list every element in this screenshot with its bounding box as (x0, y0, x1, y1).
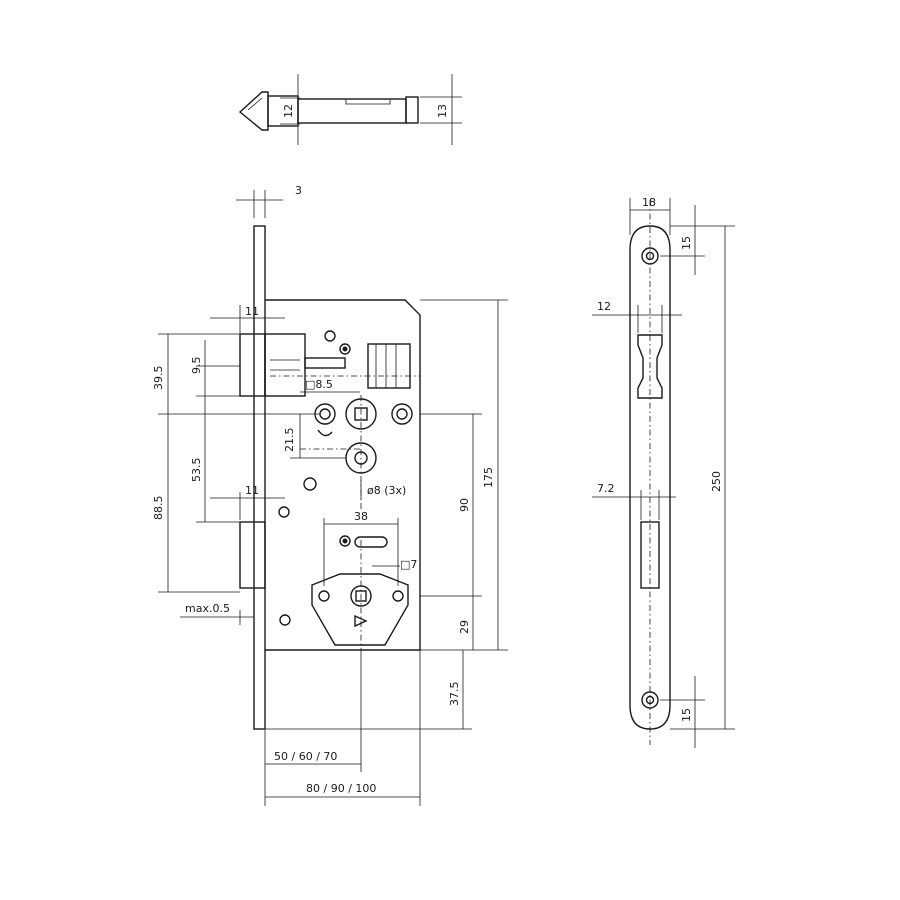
dim-width-18: 18 (642, 196, 656, 209)
dim-case-depth: 80 / 90 / 100 (306, 782, 376, 795)
dead-bolt (239, 521, 266, 589)
dim-backset: 50 / 60 / 70 (274, 750, 337, 763)
front-dimensions: 3 11 39.5 9.5 53.5 88.5 □8.5 21.5 ø8 (3x… (152, 184, 508, 806)
lock-front-view (239, 225, 421, 730)
dim-3: 3 (295, 184, 302, 197)
dim-250: 250 (710, 471, 723, 492)
faceplate-edge (253, 225, 266, 730)
dim-hole-diameter: ø8 (3x) (367, 484, 406, 497)
latch-opening (637, 334, 663, 399)
bolt-side-view: 12 13 (238, 74, 462, 145)
dim-15-top: 15 (680, 236, 693, 250)
dim-7-2: 7.2 (597, 482, 615, 495)
faceplate-outline (629, 225, 671, 730)
bolt-height-12: 12 (282, 104, 295, 118)
dim-square-7: □7 (400, 558, 417, 571)
faceplate-view (629, 200, 671, 745)
dim-53-5: 53.5 (190, 458, 203, 483)
key-plate (311, 573, 409, 646)
follower-right (391, 403, 413, 425)
dim-90: 90 (458, 498, 471, 512)
dim-88-5: 88.5 (152, 496, 165, 521)
dim-175: 175 (482, 467, 495, 488)
dim-39-5: 39.5 (152, 366, 165, 391)
bolt-height-13: 13 (436, 104, 449, 118)
dim-38: 38 (354, 510, 368, 523)
dim-12: 12 (597, 300, 611, 313)
roller-block (367, 343, 411, 389)
dim-square-8-5: □8.5 (305, 378, 333, 391)
dim-37-5: 37.5 (448, 682, 461, 707)
dim-21-5: 21.5 (283, 428, 296, 453)
latch-bolt (239, 333, 266, 397)
dim-11-bottom: 11 (245, 484, 259, 497)
dim-15-bottom: 15 (680, 708, 693, 722)
lock-case (265, 299, 421, 651)
spindle-square (354, 407, 368, 421)
dim-9-5: 9.5 (190, 357, 203, 375)
dim-11-top: 11 (245, 305, 259, 318)
faceplate-dimensions: 18 15 12 250 7.2 15 (592, 196, 735, 748)
dim-29: 29 (458, 620, 471, 634)
dim-max-0-5: max.0.5 (185, 602, 230, 615)
